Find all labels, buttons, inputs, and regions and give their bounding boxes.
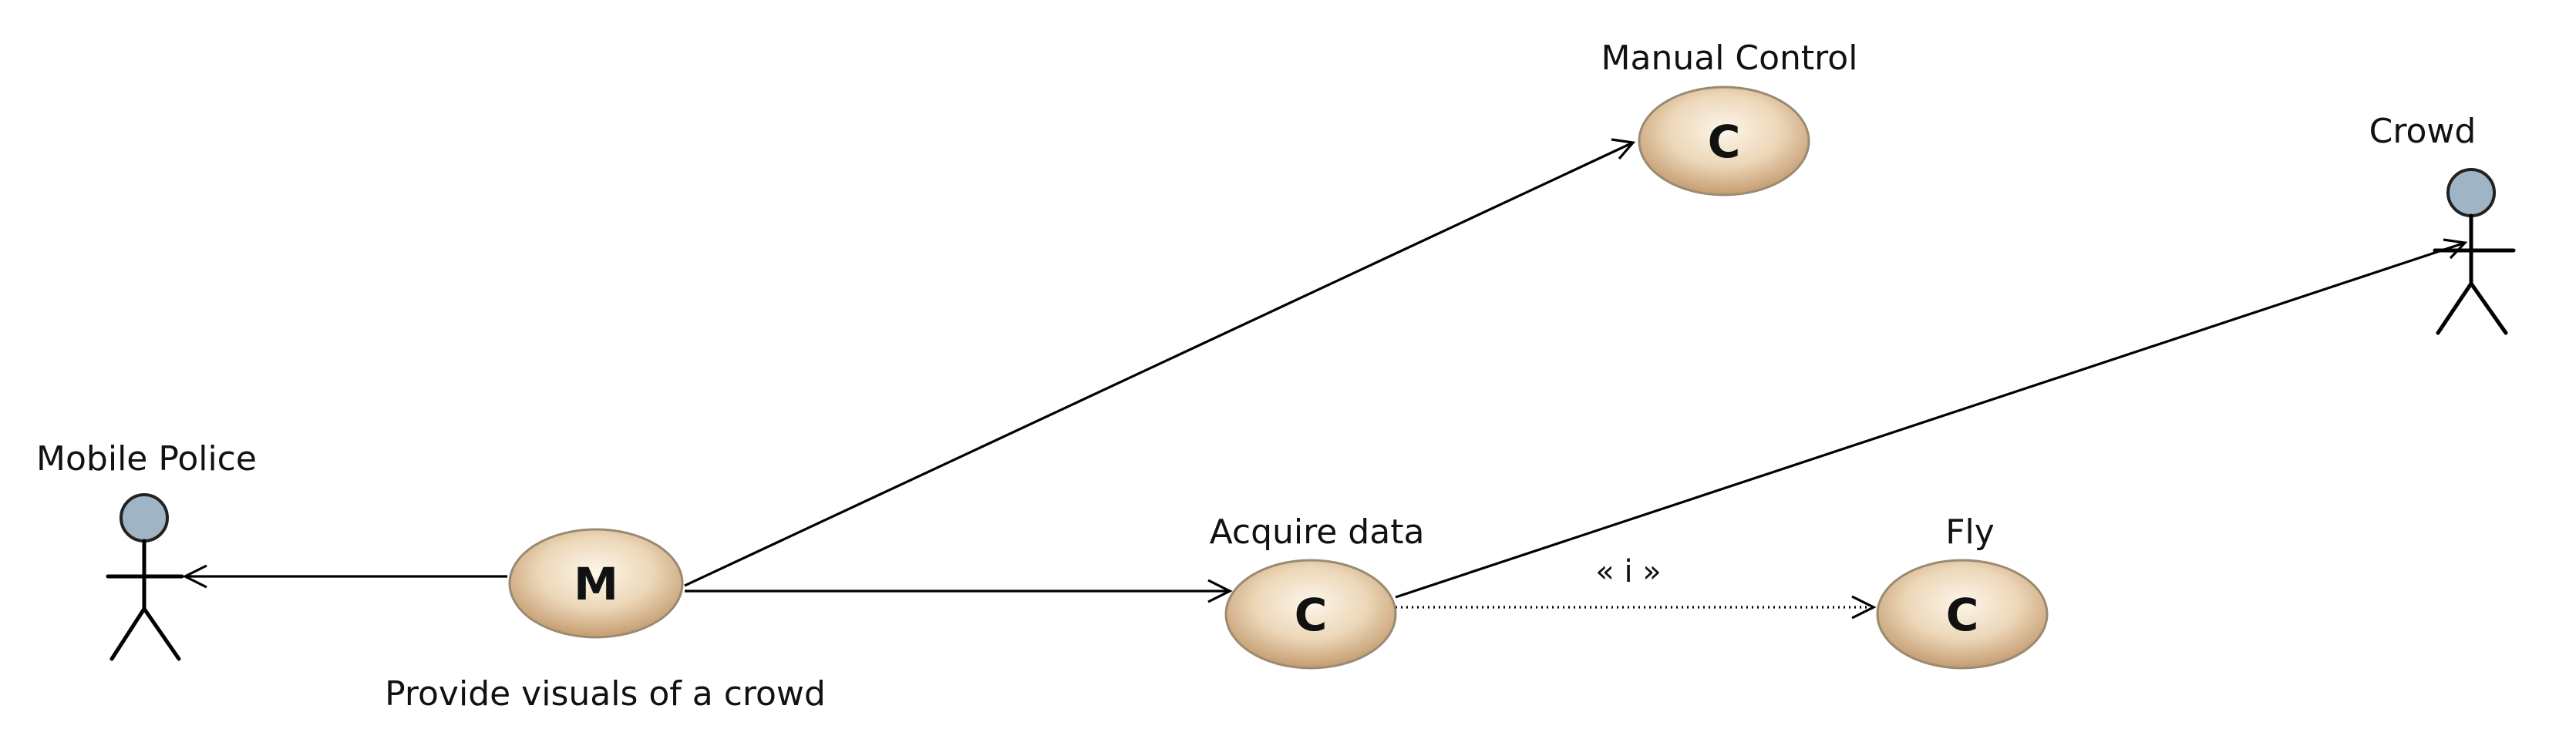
use-case-manual-control[interactable]: Manual Control C bbox=[1601, 39, 1858, 197]
use-case-label: Fly bbox=[1945, 512, 1995, 552]
edge-arrowhead-crowd bbox=[2443, 238, 2468, 260]
include-stereotype-label: « i » bbox=[1595, 554, 1662, 590]
actor-leg-left bbox=[109, 606, 146, 661]
actor-label-crowd: Crowd bbox=[2369, 112, 2477, 151]
use-case-oval bbox=[1638, 86, 1810, 197]
edge-arrowhead-manual-control bbox=[1611, 138, 1636, 160]
use-case-label: Acquire data bbox=[1210, 512, 1425, 552]
edge-provide-visuals-to-manual-control[interactable] bbox=[684, 141, 1634, 587]
actor-head-icon bbox=[2446, 168, 2496, 217]
actor-label-mobile-police: Mobile Police bbox=[36, 439, 257, 479]
edge-acquire-data-to-crowd[interactable] bbox=[1395, 241, 2466, 599]
actor-crowd[interactable]: Crowd bbox=[2369, 112, 2516, 335]
use-case-acquire-data[interactable]: Acquire data C bbox=[1210, 512, 1425, 670]
actor-mobile-police[interactable]: Mobile Police bbox=[36, 439, 257, 661]
use-case-oval bbox=[1224, 559, 1397, 670]
use-case-type-letter: M bbox=[574, 558, 618, 610]
use-case-oval bbox=[508, 528, 684, 639]
use-case-type-letter: C bbox=[1708, 116, 1741, 168]
actor-leg-right bbox=[142, 606, 181, 661]
actor-leg-left bbox=[2436, 281, 2473, 335]
use-case-fly[interactable]: Fly C bbox=[1876, 512, 2049, 670]
actor-head-icon bbox=[120, 493, 169, 542]
actor-leg-right bbox=[2469, 281, 2508, 335]
use-case-provide-visuals[interactable]: M Provide visuals of a crowd bbox=[385, 528, 826, 714]
use-case-oval bbox=[1876, 559, 2049, 670]
edge-arrowhead-mobile-police bbox=[182, 564, 207, 589]
use-case-type-letter: C bbox=[1295, 589, 1328, 641]
use-case-type-letter: C bbox=[1946, 589, 1979, 641]
edge-arrowhead-acquire-data bbox=[1207, 579, 1233, 603]
edge-arrowhead-fly bbox=[1851, 595, 1877, 620]
use-case-label: Provide visuals of a crowd bbox=[385, 674, 826, 714]
use-case-label: Manual Control bbox=[1601, 39, 1858, 78]
relations: « i » bbox=[182, 138, 2468, 620]
